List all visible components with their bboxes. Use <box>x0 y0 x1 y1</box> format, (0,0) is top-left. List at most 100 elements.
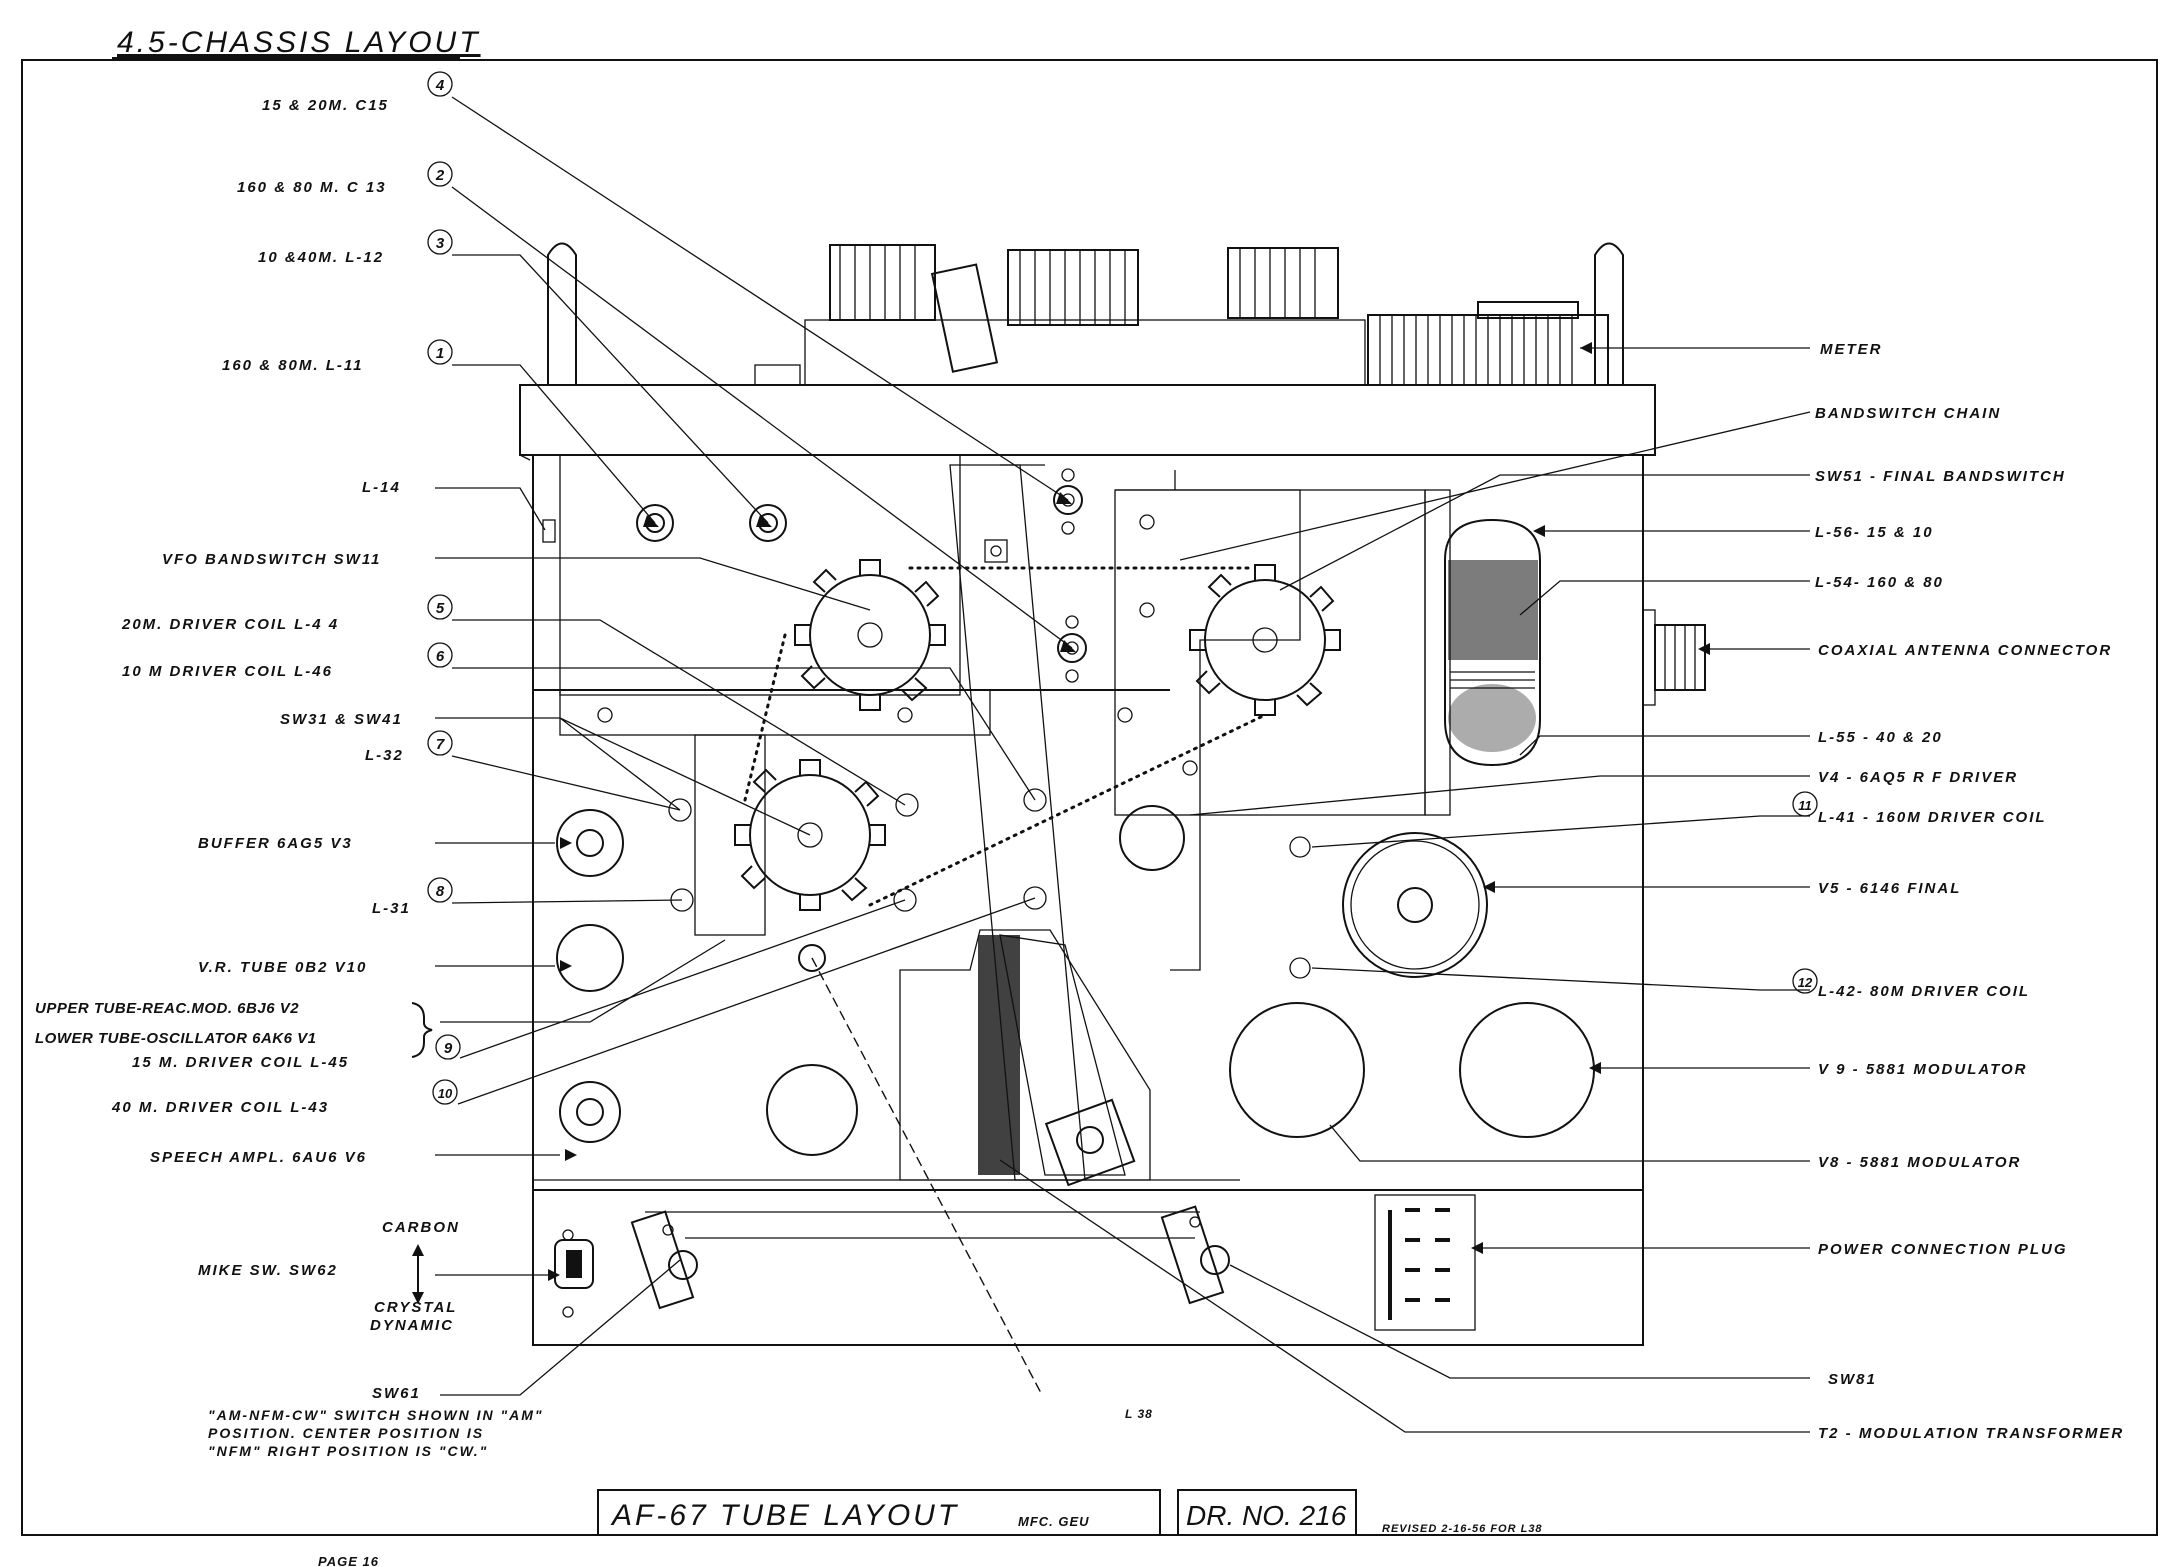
knob-4 <box>1227 247 1339 319</box>
label-l55: L-55 - 40 & 20 <box>1818 729 1943 746</box>
label-l46: 10 M DRIVER COIL L-46 <box>122 663 333 680</box>
callout-8: 8 <box>436 883 445 900</box>
label-v1: LOWER TUBE-OSCILLATOR 6AK6 V1 <box>35 1030 316 1047</box>
label-l45: 15 M. DRIVER COIL L-45 <box>132 1054 349 1071</box>
v6-tube <box>559 1081 621 1143</box>
l46-coil <box>1023 788 1047 812</box>
label-l11: 160 & 80M. L-11 <box>222 357 363 374</box>
c13-trimmer <box>1057 633 1087 663</box>
callout-1: 1 <box>436 345 444 362</box>
label-crystal: CRYSTAL <box>374 1299 457 1316</box>
knob-deck <box>804 319 1366 386</box>
l11-coil <box>636 504 674 542</box>
callout-3: 3 <box>436 235 445 252</box>
label-c13: 160 & 80 M. C 13 <box>237 179 387 196</box>
l12-coil <box>749 504 787 542</box>
drawing-number: DR. NO. 216 <box>1186 1500 1347 1531</box>
callout-4: 4 <box>435 77 445 94</box>
callout-6: 6 <box>436 648 445 665</box>
label-sw51: SW51 - FINAL BANDSWITCH <box>1815 468 2066 485</box>
l55-coil <box>1448 684 1536 752</box>
chassis-body <box>532 454 1644 1346</box>
label-carbon: CARBON <box>382 1219 460 1236</box>
callout-10: 10 <box>438 1086 453 1101</box>
sw61-note-2: POSITION. CENTER POSITION IS <box>208 1425 484 1441</box>
l54-coil <box>1448 560 1538 660</box>
knob-1 <box>829 244 936 321</box>
title-block-name: AF-67 TUBE LAYOUT <box>610 1499 959 1532</box>
left-handle <box>547 242 577 385</box>
final-coils <box>1444 518 1541 767</box>
chassis <box>519 242 1706 1396</box>
leader-lines <box>435 96 1811 1433</box>
sw61-switch <box>630 1210 695 1310</box>
label-power-plug: POWER CONNECTION PLUG <box>1818 1241 2068 1258</box>
page-border <box>21 59 2158 1536</box>
label-l41: L-41 - 160M DRIVER COIL <box>1818 809 2047 826</box>
sw31-sw41-gear <box>734 759 886 911</box>
front-panel <box>519 384 1656 456</box>
callout-9: 9 <box>444 1040 453 1057</box>
label-v5: V5 - 6146 FINAL <box>1818 880 1961 897</box>
l14-coil <box>542 519 556 543</box>
callout-2: 2 <box>435 167 445 184</box>
label-coax: COAXIAL ANTENNA CONNECTOR <box>1818 642 2112 659</box>
right-labels: METER BANDSWITCH CHAIN SW51 - FINAL BAND… <box>1815 341 2124 1442</box>
label-l54: L-54- 160 & 80 <box>1815 574 1944 591</box>
vfo-compartment <box>559 454 961 696</box>
page-number: PAGE 16 <box>318 1554 379 1567</box>
l44-coil <box>895 793 919 817</box>
final-bandswitch-gear <box>1189 564 1341 716</box>
l41-coil <box>1289 836 1311 858</box>
label-sw62: MIKE SW. SW62 <box>198 1262 338 1279</box>
l32-coil <box>668 798 692 822</box>
callout-11: 11 <box>1798 798 1812 813</box>
label-bandswitch-chain: BANDSWITCH CHAIN <box>1815 405 2001 422</box>
label-sw11: VFO BANDSWITCH SW11 <box>162 551 381 568</box>
label-l43: 40 M. DRIVER COIL L-43 <box>111 1099 329 1116</box>
label-v2: UPPER TUBE-REAC.MOD. 6BJ6 V2 <box>35 1000 299 1017</box>
knob-2 <box>930 263 999 373</box>
power-plug <box>1374 1194 1476 1331</box>
label-sw31-sw41: SW31 & SW41 <box>280 711 403 728</box>
vfo-bandswitch-gear <box>794 559 946 711</box>
label-l31: L-31 <box>372 900 411 917</box>
knob-3 <box>1007 249 1139 326</box>
callouts: 4 2 3 1 5 6 7 8 9 10 11 12 <box>427 71 1818 1105</box>
t2-transformer-outline <box>899 929 1151 1181</box>
label-c15: 15 & 20M. C15 <box>262 97 389 114</box>
label-l32: L-32 <box>365 747 404 764</box>
t2-core <box>978 935 1020 1175</box>
v5-tube <box>1342 832 1488 978</box>
l38-marker: L 38 <box>1125 1407 1153 1421</box>
label-v10: V.R. TUBE 0B2 V10 <box>198 959 367 976</box>
label-l14: L-14 <box>362 479 401 496</box>
label-l42: L-42- 80M DRIVER COIL <box>1818 983 2030 1000</box>
label-t2: T2 - MODULATION TRANSFORMER <box>1818 1425 2124 1442</box>
label-l44: 20M. DRIVER COIL L-4 4 <box>121 616 339 633</box>
c15-trimmer <box>1053 485 1083 515</box>
v1-v2-brace <box>411 1002 433 1058</box>
label-sw81: SW81 <box>1828 1371 1877 1388</box>
mike-switch <box>554 1239 594 1289</box>
label-l12: 10 &40M. L-12 <box>258 249 384 266</box>
coax-connector <box>1654 624 1706 691</box>
label-l56: L-56- 15 & 10 <box>1815 524 1934 541</box>
label-v6: SPEECH AMPL. 6AU6 V6 <box>150 1149 367 1166</box>
sw61-note-3: "NFM" RIGHT POSITION IS "CW." <box>208 1443 488 1459</box>
title-block <box>597 1489 1161 1536</box>
drawing-number-block <box>1177 1489 1357 1536</box>
callout-12: 12 <box>1798 975 1813 990</box>
l45-coil <box>893 888 917 912</box>
callout-7: 7 <box>436 736 445 753</box>
v10-tube <box>556 924 624 992</box>
left-labels: 15 & 20M. C15 160 & 80 M. C 13 10 &40M. … <box>35 97 542 1459</box>
v9-tube <box>1459 1002 1595 1138</box>
label-dynamic: DYNAMIC <box>370 1317 454 1334</box>
label-v3: BUFFER 6AG5 V3 <box>198 835 353 852</box>
v4-tube <box>1119 805 1185 871</box>
arrowheads <box>548 342 1710 1281</box>
v8-tube <box>1229 1002 1365 1138</box>
l42-coil <box>1289 957 1311 979</box>
